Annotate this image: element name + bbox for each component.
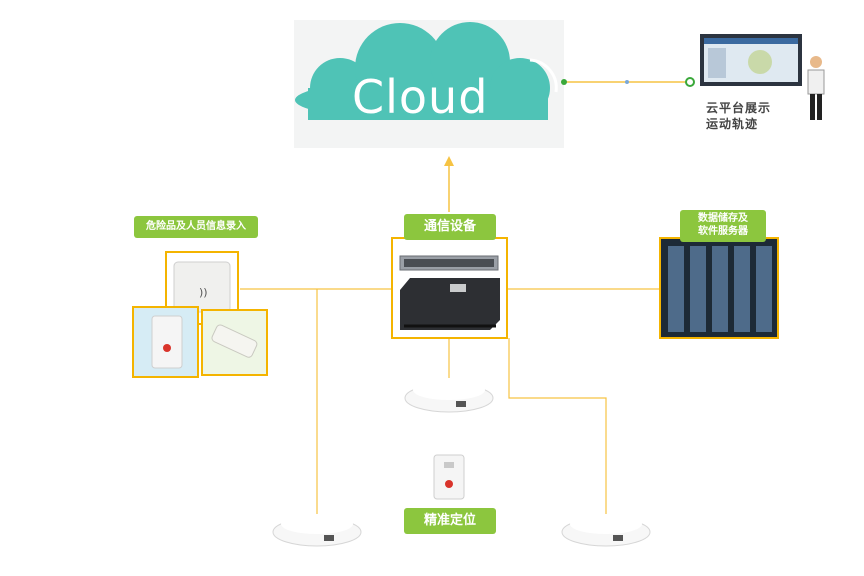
display-screen <box>700 34 802 86</box>
storage-label-line2: 软件服务器 <box>698 226 748 237</box>
asset-tag <box>211 324 258 358</box>
display-caption-line2: 运动轨迹 <box>706 117 759 131</box>
storage-label: 数据储存及 软件服务器 <box>680 210 766 242</box>
personnel-tag <box>151 315 183 369</box>
input-label: 危险品及人员信息录入 <box>134 216 258 238</box>
gateway-box <box>400 278 500 330</box>
server-racks <box>668 246 772 332</box>
cloud-icon <box>295 22 550 120</box>
svg-text:)): )) <box>199 286 208 299</box>
cloud-label: Cloud <box>352 70 489 124</box>
connector-right-sensor <box>508 338 607 516</box>
location-tag <box>433 454 465 500</box>
presenter-figure <box>807 56 825 120</box>
ceiling-sensor-center <box>404 380 494 413</box>
comm-label: 通信设备 <box>404 214 496 240</box>
storage-label-line1: 数据储存及 <box>698 213 748 224</box>
ceiling-sensor-left <box>272 514 362 547</box>
display-caption: 云平台展示 运动轨迹 <box>706 100 816 132</box>
ceiling-sensor-right <box>561 514 651 547</box>
locate-label: 精准定位 <box>404 508 496 534</box>
display-caption-line1: 云平台展示 <box>706 101 772 115</box>
network-switch <box>399 255 499 271</box>
